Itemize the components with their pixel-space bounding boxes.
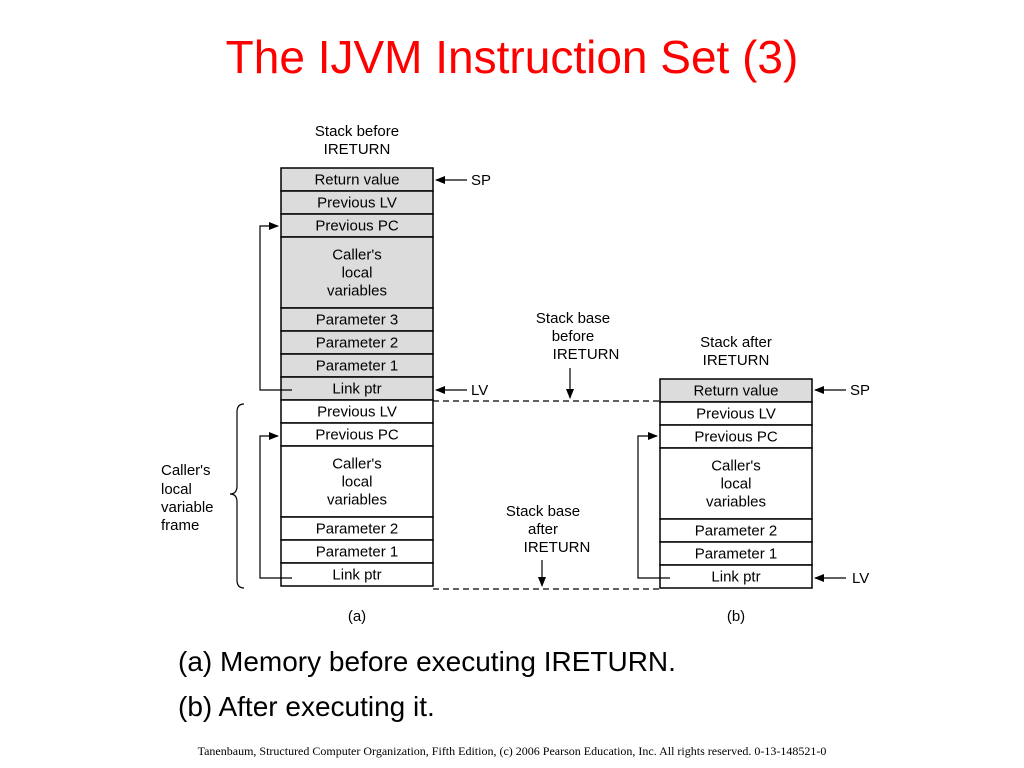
stack-b-cell-label: Previous LV <box>696 406 776 423</box>
stack-b-cell-label: local <box>721 476 752 493</box>
stack-a-cell-label: Parameter 2 <box>316 521 399 538</box>
link-arrow-b <box>637 432 670 579</box>
stack-b-cell-label: Parameter 1 <box>695 546 778 563</box>
stack-after-label-line1: Stack after <box>700 334 772 351</box>
figure-label-a: (a) <box>348 608 366 625</box>
slide-title: The IJVM Instruction Set (3) <box>225 31 799 83</box>
stack-a-cell-label: variables <box>327 492 387 509</box>
stack-a-cell-caller-s-local-variables <box>280 236 434 309</box>
caption-a: (a) Memory before executing IRETURN. <box>178 646 676 677</box>
stack-a-cell-label: Previous LV <box>317 404 397 421</box>
link-arrow-lower-a <box>259 432 292 579</box>
lv-label-a: LV <box>471 382 488 399</box>
stack-a-cell-label: Parameter 2 <box>316 335 399 352</box>
stack-a-cell-label: local <box>342 265 373 282</box>
stack-b-cell-label: Previous PC <box>694 429 778 446</box>
stack-b-cell-link-ptr <box>659 564 813 589</box>
stack-a-cell-label: Previous LV <box>317 195 397 212</box>
base-before-label-line2: before <box>552 328 595 345</box>
stack-a-cell-label: Parameter 1 <box>316 544 399 561</box>
base-before-label-line3: IRETURN <box>553 346 620 363</box>
stack-a-cell-link-ptr <box>280 562 434 587</box>
stack-b-cell-label: Return value <box>693 383 778 400</box>
caller-frame-label-line4: frame <box>161 517 199 534</box>
stack-a-cell-label: Link ptr <box>332 381 381 398</box>
stack-after-label-line2: IRETURN <box>703 352 770 369</box>
stack-b-cell-label: Parameter 2 <box>695 523 778 540</box>
caller-frame-label-line2: local <box>161 481 192 498</box>
stack-b-cell-label: variables <box>706 494 766 511</box>
stack-b-cell-label: Link ptr <box>711 569 760 586</box>
sp-label-a: SP <box>471 172 491 189</box>
stack-a-cell-label: local <box>342 474 373 491</box>
stack-a-cell-label: Return value <box>314 172 399 189</box>
base-after-label-line1: Stack base <box>506 503 580 520</box>
link-arrow-upper-a <box>259 222 292 391</box>
stack-b-cell-caller-s-local-variables <box>659 447 813 520</box>
sp-label-b: SP <box>850 382 870 399</box>
stack-a-cell-label: variables <box>327 283 387 300</box>
stack-before-label-line1: Stack before <box>315 123 399 140</box>
caption-b: (b) After executing it. <box>178 691 435 722</box>
stack-a-cell-label: Previous PC <box>315 218 399 235</box>
stack-a-cell-label: Parameter 3 <box>316 312 399 329</box>
stack-a-cell-label: Caller's <box>332 247 382 264</box>
base-after-label-line2: after <box>528 521 558 538</box>
stack-a-cell-label: Caller's <box>332 456 382 473</box>
base-after-label-line3: IRETURN <box>524 539 591 556</box>
stack-a-cell-label: Previous PC <box>315 427 399 444</box>
stack-before-label-line2: IRETURN <box>324 141 391 158</box>
base-before-label-line1: Stack base <box>536 310 610 327</box>
lv-label-b: LV <box>852 570 869 587</box>
copyright-footer: Tanenbaum, Structured Computer Organizat… <box>197 744 827 758</box>
caller-frame-label-line3: variable <box>161 499 214 516</box>
figure-label-b: (b) <box>727 608 745 625</box>
stack-a-cell-label: Link ptr <box>332 567 381 584</box>
caller-frame-brace <box>229 403 245 589</box>
stack-b-cell-label: Caller's <box>711 458 761 475</box>
caller-frame-label-line1: Caller's <box>161 462 211 479</box>
stack-a-cell-label: Parameter 1 <box>316 358 399 375</box>
stack-a-cell-caller-s-local-variables <box>280 445 434 518</box>
